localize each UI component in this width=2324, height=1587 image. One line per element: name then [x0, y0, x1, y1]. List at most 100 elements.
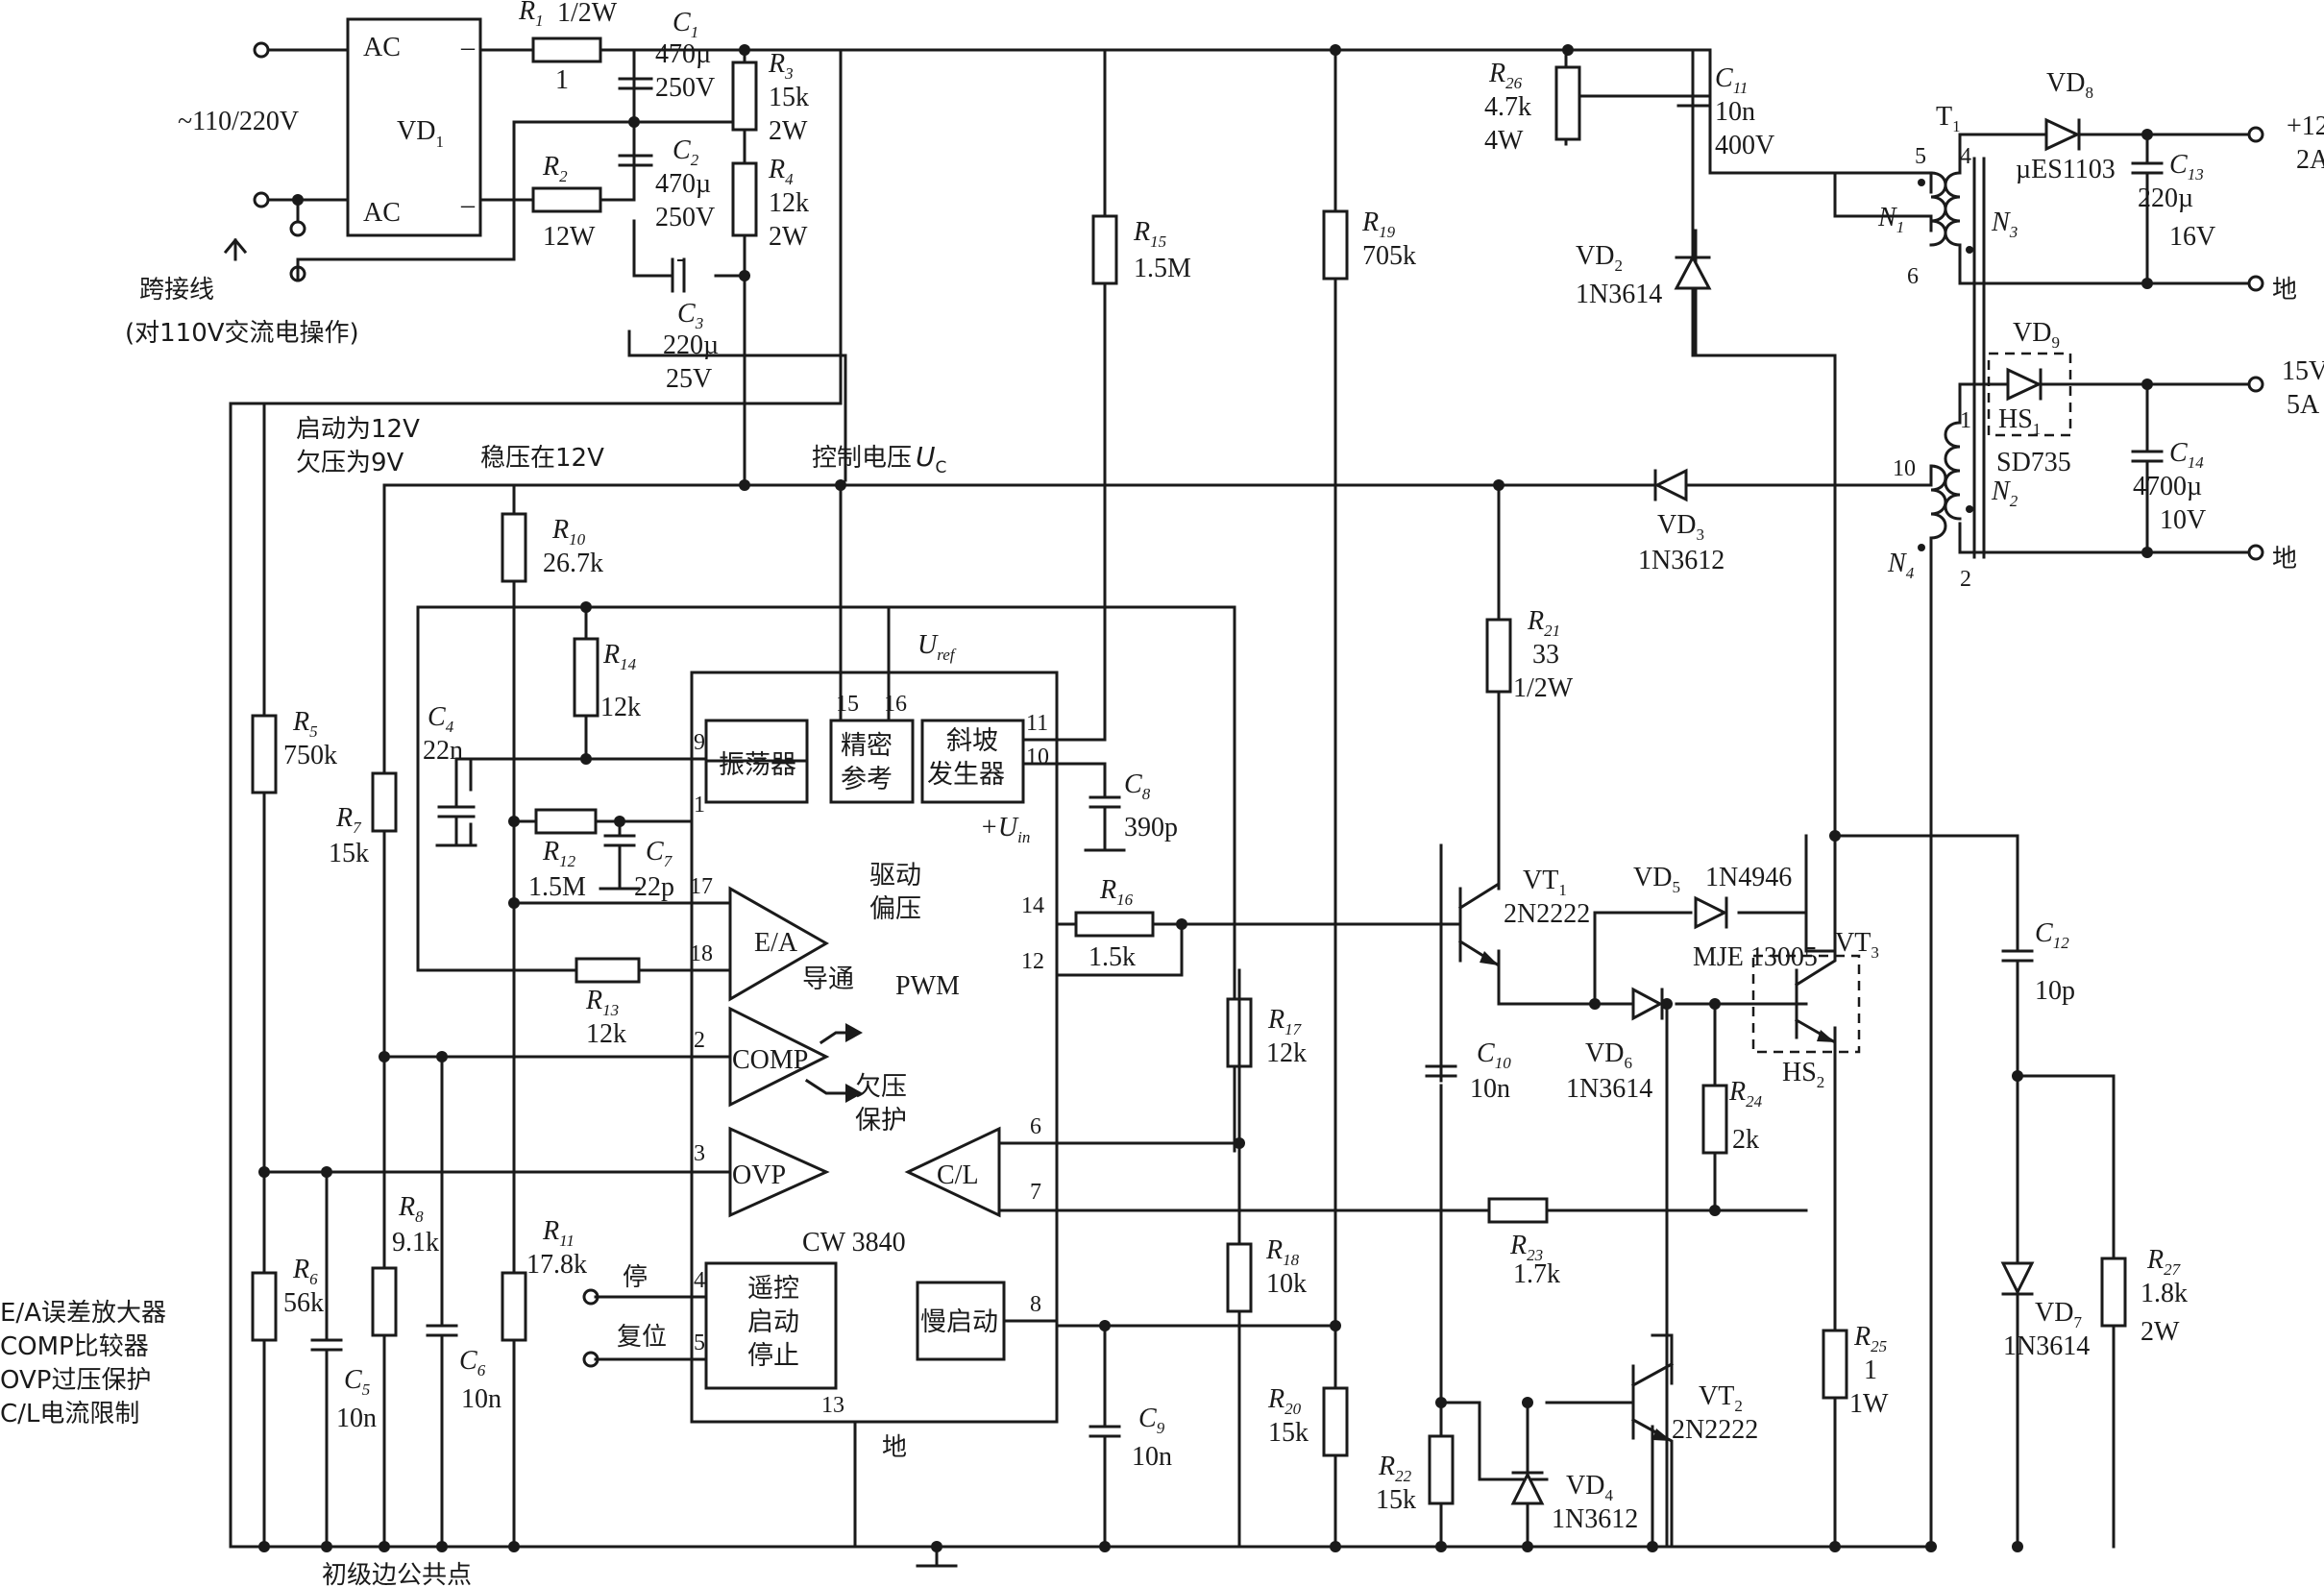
- c8-value: 390p: [1124, 813, 1178, 842]
- pin-8: 8: [1030, 1292, 1041, 1317]
- c2-ref: C2: [673, 135, 699, 169]
- vt1-part: 2N2222: [1504, 899, 1590, 929]
- r10-value: 26.7k: [543, 549, 603, 578]
- t1-pin-10: 10: [1893, 456, 1916, 481]
- block-remote-line3: 停止: [747, 1341, 799, 1371]
- c14-ref: C14: [2169, 438, 2204, 472]
- r20-ref: R20: [1267, 1384, 1302, 1418]
- hs2-label: HS2: [1782, 1058, 1824, 1091]
- pin-10: 10: [1026, 745, 1049, 769]
- bridge-ac-bottom: AC: [363, 198, 401, 228]
- undervoltage-label: 欠压为9V: [296, 449, 404, 477]
- c7-ref: C7: [646, 837, 673, 870]
- r7-ref: R7: [335, 803, 362, 837]
- uvp-line2: 保护: [855, 1106, 907, 1135]
- r18-value: 10k: [1266, 1269, 1307, 1299]
- t1-pin-6: 6: [1907, 264, 1919, 289]
- pwm-label: PWM: [895, 971, 960, 1001]
- r4-rating: 2W: [769, 222, 808, 252]
- r21-rating: 1/2W: [1513, 673, 1574, 703]
- block-ovp: OVP: [732, 1160, 786, 1190]
- r1-ref: R1: [518, 0, 544, 30]
- r21-ref: R21: [1527, 606, 1560, 640]
- c13-value: 220µ: [2138, 183, 2193, 213]
- r25-ref: R25: [1853, 1322, 1887, 1355]
- pin-15: 15: [836, 692, 859, 717]
- block-oscillator: 振荡器: [719, 750, 796, 780]
- resistors: [251, 37, 2127, 1505]
- r12-ref: R12: [542, 837, 576, 870]
- pin-12: 12: [1021, 949, 1044, 974]
- r2-value: 12W: [543, 222, 596, 252]
- r8-value: 9.1k: [392, 1228, 439, 1257]
- ic-cw3840: [690, 671, 1059, 1424]
- r6-value: 56k: [283, 1288, 324, 1318]
- block-ramp-line1: 斜坡: [946, 726, 998, 756]
- vt1-ref: VT1: [1523, 866, 1567, 899]
- c11-rating: 400V: [1715, 131, 1774, 160]
- uin-label: +Uin: [980, 813, 1030, 846]
- block-ramp-line2: 发生器: [927, 760, 1005, 790]
- c5-value: 10n: [336, 1404, 377, 1433]
- pin-16: 16: [884, 692, 907, 717]
- vd6-ref: VD6: [1585, 1038, 1632, 1072]
- pin-1: 1: [694, 793, 705, 818]
- r4-ref: R4: [768, 155, 794, 188]
- r22-value: 15k: [1376, 1485, 1416, 1515]
- drive-bias-line1: 驱动: [869, 861, 921, 891]
- c13-rating: 16V: [2169, 222, 2215, 252]
- ground-symbols: [435, 843, 1933, 1568]
- c4-ref: C4: [428, 702, 454, 736]
- vd3-part: 1N3612: [1638, 546, 1725, 575]
- pin-6: 6: [1030, 1114, 1041, 1139]
- out1-voltage: +12V: [2287, 111, 2324, 141]
- t1-pin-1: 1: [1960, 408, 1971, 433]
- n2-label: N2: [1991, 476, 2018, 510]
- t1-label: T1: [1936, 102, 1961, 135]
- r26-value: 4.7k: [1484, 92, 1531, 122]
- vt2-part: 2N2222: [1672, 1415, 1758, 1445]
- c10-ref: C10: [1477, 1038, 1511, 1072]
- c1-ref: C1: [673, 8, 698, 41]
- r27-ref: R27: [2146, 1245, 2182, 1279]
- n4-label: N4: [1887, 549, 1915, 582]
- t1-pin-4: 4: [1960, 144, 1971, 169]
- uvp-line1: 欠压: [855, 1072, 907, 1102]
- c3-value: 220µ: [663, 330, 719, 360]
- ic-ground-label: 地: [882, 1433, 907, 1462]
- c10-value: 10n: [1470, 1074, 1510, 1104]
- pin-9: 9: [694, 730, 705, 755]
- r8-ref: R8: [398, 1192, 424, 1226]
- r16-value: 1.5k: [1089, 942, 1136, 972]
- c14-rating: 10V: [2160, 505, 2206, 535]
- block-softstart: 慢启动: [920, 1307, 998, 1337]
- capacitors: [310, 48, 2164, 1448]
- drive-bias-line2: 偏压: [869, 894, 921, 924]
- bridge-ac-top: AC: [363, 33, 401, 62]
- bridge-minus-bottom: –: [460, 190, 476, 220]
- r25-rating: 1W: [1849, 1389, 1889, 1419]
- c3-rating: 25V: [666, 364, 712, 394]
- r26-rating: 4W: [1484, 126, 1524, 156]
- c4-value: 22n: [423, 736, 463, 766]
- jumper-note: (对110V交流电操作): [125, 319, 359, 348]
- r12-value: 1.5M: [528, 872, 586, 902]
- vd9-part: SD735: [1996, 448, 2071, 477]
- vd1-label: VD1: [397, 116, 444, 151]
- transformer-t1: [1918, 157, 1986, 559]
- startup-label: 启动为12V: [296, 415, 420, 444]
- pin-17: 17: [690, 874, 713, 899]
- legend-cl: C/L电流限制: [0, 1400, 139, 1428]
- c14-value: 4700µ: [2133, 472, 2202, 501]
- heatsink-hs1: [1987, 352, 2072, 437]
- c7-value: 22p: [634, 872, 674, 902]
- c6-value: 10n: [461, 1384, 501, 1414]
- heatsink-hs2: [1751, 954, 1861, 1054]
- r17-ref: R17: [1267, 1005, 1303, 1038]
- vd7-part: 1N3614: [2003, 1331, 2090, 1361]
- r14-ref: R14: [602, 640, 637, 673]
- r23-ref: R23: [1509, 1231, 1543, 1264]
- vd3-ref: VD3: [1657, 510, 1704, 544]
- r23-value: 1.7k: [1513, 1259, 1560, 1289]
- c1-rating: 250V: [655, 73, 715, 103]
